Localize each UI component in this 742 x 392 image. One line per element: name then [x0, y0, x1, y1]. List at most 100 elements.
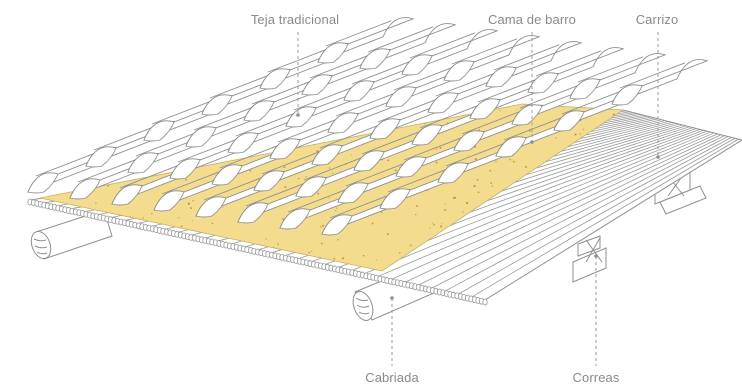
- clay-speckle: [43, 162, 45, 164]
- label-tile: Teja tradicional: [250, 12, 340, 27]
- clay-speckle: [89, 127, 91, 130]
- reed-stalk: [364, 131, 711, 274]
- clay-speckle: [467, 155, 469, 157]
- leader-lines: [297, 32, 659, 366]
- clay-speckle: [308, 251, 311, 254]
- clay-speckle: [90, 136, 92, 138]
- clay-speckle: [509, 158, 511, 161]
- clay-speckle: [375, 259, 377, 261]
- clay-speckle: [582, 128, 584, 131]
- clay-speckle: [171, 259, 173, 260]
- clay-speckle: [297, 177, 300, 180]
- clay-speckle: [88, 111, 90, 113]
- clay-speckle: [172, 157, 174, 159]
- clay-speckle: [118, 101, 120, 103]
- clay-speckle: [477, 191, 480, 194]
- clay-speckle: [610, 255, 612, 258]
- clay-speckle: [332, 172, 334, 175]
- clay-speckle: [139, 238, 142, 241]
- clay-speckle: [284, 186, 287, 189]
- clay-speckle: [121, 230, 124, 233]
- leader-dot-purlins: [594, 254, 598, 258]
- clay-speckle: [180, 225, 183, 228]
- reed-stalk: [404, 134, 722, 283]
- clay-speckle: [415, 205, 418, 208]
- clay-speckle: [415, 213, 417, 216]
- clay-speckle: [315, 120, 318, 123]
- clay-speckle: [81, 138, 83, 140]
- clay-speckle: [245, 253, 248, 255]
- clay-speckle: [600, 100, 601, 101]
- clay-speckle: [610, 261, 613, 264]
- clay-speckle: [407, 114, 409, 116]
- clay-speckle: [79, 172, 82, 174]
- clay-speckle: [123, 141, 126, 144]
- clay-speckle: [444, 209, 447, 211]
- clay-speckle: [424, 123, 426, 125]
- clay-speckle: [473, 185, 476, 188]
- clay-speckle: [309, 268, 312, 271]
- clay-speckle: [86, 261, 88, 263]
- clay-speckle: [454, 196, 457, 199]
- clay-speckle: [555, 137, 557, 139]
- clay-speckle: [429, 227, 431, 229]
- clay-speckle: [251, 266, 253, 269]
- clay-speckle: [70, 253, 72, 255]
- clay-speckle: [394, 169, 397, 172]
- clay-speckle: [183, 264, 185, 266]
- reed-stalk: [484, 139, 742, 301]
- clay-speckle: [191, 220, 193, 222]
- clay-speckle: [202, 262, 206, 265]
- clay-speckle: [129, 250, 132, 253]
- clay-speckle: [61, 105, 64, 108]
- clay-speckle: [183, 108, 185, 110]
- clay-speckle: [50, 131, 52, 133]
- clay-speckle: [435, 161, 438, 164]
- clay-speckle: [529, 130, 531, 132]
- clay-speckle: [490, 182, 493, 184]
- clay-speckle: [150, 172, 153, 175]
- tile: [401, 29, 499, 76]
- clay-speckle: [107, 184, 109, 187]
- clay-speckle: [114, 226, 117, 229]
- clay-speckle: [328, 167, 331, 169]
- clay-speckle: [207, 99, 209, 101]
- clay-speckle: [474, 158, 477, 161]
- clay-speckle: [387, 159, 390, 162]
- clay-speckle: [513, 160, 515, 163]
- clay-speckle: [87, 104, 90, 105]
- clay-speckle: [193, 253, 196, 255]
- tile: [485, 41, 583, 88]
- clay-speckle: [51, 158, 53, 161]
- purlin-back: [30, 209, 113, 260]
- clay-speckle: [148, 109, 150, 111]
- tile: [359, 23, 457, 70]
- clay-speckle: [49, 144, 52, 147]
- clay-speckle: [53, 155, 55, 158]
- leader-dot-clay-bed: [530, 140, 534, 144]
- clay-speckle: [68, 263, 71, 266]
- clay-speckle: [234, 104, 236, 106]
- tile: [569, 53, 667, 100]
- clay-speckle: [124, 125, 126, 127]
- tile: [285, 81, 383, 128]
- clay-speckle: [40, 134, 43, 137]
- clay-speckle: [624, 215, 625, 216]
- clay-speckle: [127, 130, 129, 132]
- clay-speckle: [85, 252, 88, 255]
- clay-speckle: [72, 144, 75, 146]
- clay-speckle: [69, 163, 72, 166]
- clay-speckle: [495, 160, 497, 163]
- clay-speckle: [186, 125, 189, 127]
- clay-speckle: [142, 217, 145, 219]
- clay-speckle: [324, 101, 325, 102]
- clay-speckle: [120, 128, 122, 130]
- clay-speckle: [342, 134, 345, 137]
- clay-speckle: [612, 113, 615, 116]
- clay-speckle: [491, 185, 494, 187]
- clay-speckle: [277, 243, 279, 245]
- truss-brace-left: [572, 235, 607, 283]
- clay-speckle: [221, 141, 224, 144]
